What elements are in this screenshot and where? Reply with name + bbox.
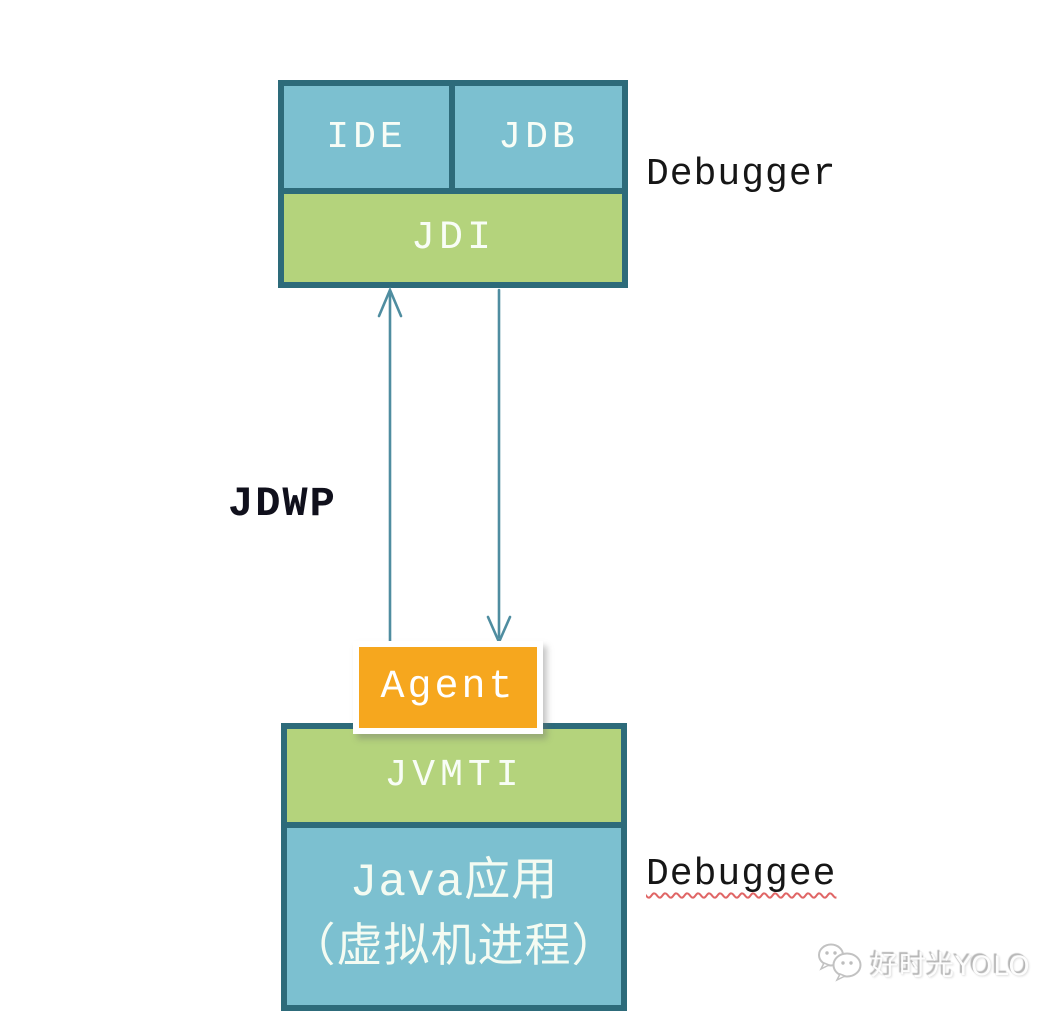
ide-cell: IDE [284,86,455,188]
jdi-cell: JDI [284,188,622,282]
java-app-cell: Java应用 （虚拟机进程） [287,822,621,1005]
agent-inner: Agent [359,647,537,728]
java-app-line1: Java应用 [349,857,559,910]
debuggee-box: JVMTI Java应用 （虚拟机进程） [281,723,627,1011]
jdwp-up-arrow [377,286,403,652]
debugger-box: IDE JDB JDI [278,80,628,288]
jvmti-cell: JVMTI [287,729,621,822]
agent-box: Agent [353,641,543,734]
ide-cell-label: IDE [326,115,407,159]
wechat-icon [818,943,862,982]
debugger-top-row: IDE JDB [284,86,622,188]
jdwp-down-arrow [486,288,512,646]
debuggee-label: Debuggee [646,853,837,896]
agent-label: Agent [380,665,516,710]
jdwp-label: JDWP [228,480,337,528]
watermark-text: 好时光YOLO [871,950,1031,982]
debugger-label: Debugger [646,153,837,196]
jvmti-cell-label: JVMTI [384,754,524,797]
jdb-cell: JDB [455,86,622,188]
watermark: 好时光YOLO [816,942,1031,984]
java-app-line2: （虚拟机进程） [289,922,619,975]
jdi-cell-label: JDI [410,215,495,261]
jdb-cell-label: JDB [498,115,579,159]
